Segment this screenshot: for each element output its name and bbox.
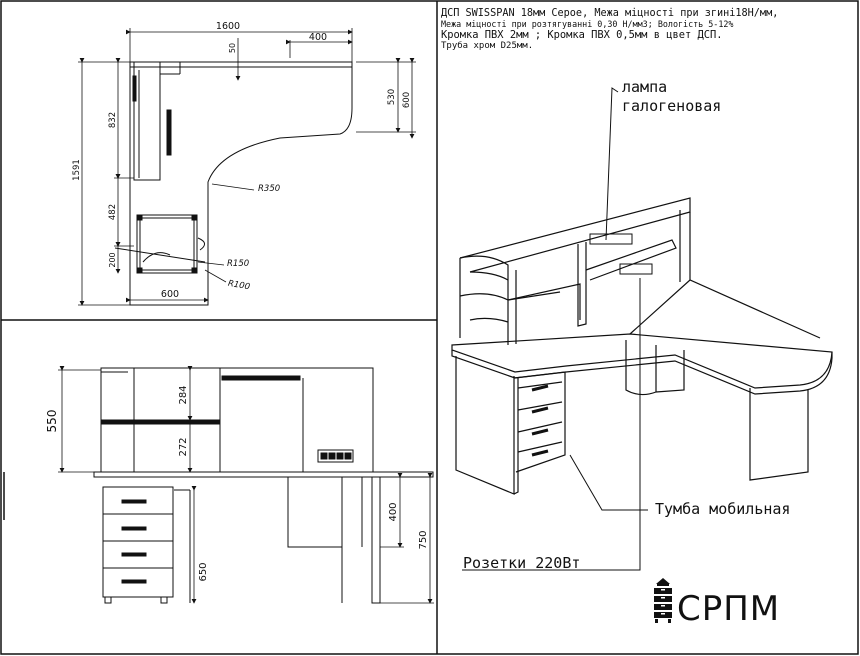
dim-radius-mid: R150 bbox=[227, 259, 249, 269]
logo-text: СРПМ bbox=[677, 589, 780, 629]
dim-right-depth: 600 bbox=[402, 92, 412, 108]
top-view-plan bbox=[114, 61, 353, 306]
material-spec: ДСП SWISSPAN 18мм Серое, Межа міцності п… bbox=[441, 8, 853, 52]
dim-hutch-height: 550 bbox=[45, 410, 59, 433]
dim-mid-depth: 482 bbox=[108, 204, 118, 220]
dim-lower-depth: 200 bbox=[108, 252, 117, 267]
sockets-label: Розетки 220Вт bbox=[463, 554, 580, 572]
isometric-view bbox=[451, 197, 833, 495]
front-view-dimensions bbox=[58, 366, 434, 604]
top-view-dimensions bbox=[78, 28, 416, 306]
dim-upper-depth: 832 bbox=[108, 112, 118, 128]
callout-leaders bbox=[462, 87, 648, 571]
lamp-label-line2: галогеновая bbox=[622, 97, 721, 115]
spec-line-3: Кромка ПВХ 2мм ; Кромка ПВХ 0,5мм в цвет… bbox=[441, 29, 723, 41]
dim-shelf-top: 284 bbox=[178, 385, 189, 404]
dim-right-depth-inner: 530 bbox=[387, 89, 397, 105]
spec-line-1: ДСП SWISSPAN 18мм Серое, Межа міцності п… bbox=[441, 8, 779, 19]
spec-line-4: Труба хром D25мм. bbox=[441, 41, 534, 51]
front-view-elevation bbox=[93, 367, 434, 604]
dim-bottom-width: 600 bbox=[161, 289, 179, 300]
dim-radius-small: R100 bbox=[227, 279, 251, 293]
dim-total-depth: 1591 bbox=[72, 159, 82, 181]
dim-width: 1600 bbox=[216, 21, 240, 32]
dim-cabinet-height: 650 bbox=[198, 562, 209, 581]
dim-total-height: 750 bbox=[418, 530, 429, 549]
dim-radius-large: R350 bbox=[258, 184, 280, 194]
front-view-labels: 550 284 272 650 400 750 bbox=[45, 385, 429, 581]
dim-shelf-width: 400 bbox=[309, 32, 327, 43]
callout-labels: лампа галогеновая Тумба мобильная Розетк… bbox=[463, 78, 790, 572]
logo-cabinet-icon bbox=[654, 578, 672, 623]
top-view-labels: 1600 50 400 530 600 1591 832 482 200 600… bbox=[72, 21, 412, 300]
dim-depth-top: 50 bbox=[228, 43, 237, 53]
dim-panel-height: 400 bbox=[388, 502, 399, 521]
dim-shelf-bottom: 272 bbox=[178, 437, 189, 456]
lamp-label-line1: лампа bbox=[622, 78, 667, 96]
spec-line-2: Межа міцності при розтягуванні 0,30 Н/мм… bbox=[441, 19, 734, 29]
pedestal-label: Тумба мобильная bbox=[655, 500, 790, 518]
logo: СРПМ bbox=[654, 578, 780, 629]
